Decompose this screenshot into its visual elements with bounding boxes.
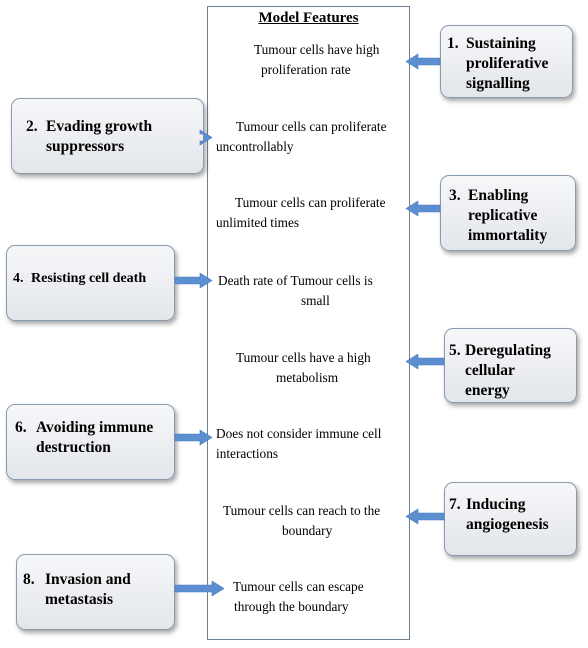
arrow-left-3	[405, 200, 441, 217]
hallmark-5-number: 5.	[449, 342, 461, 359]
feature-6-line2: interactions	[216, 446, 279, 461]
hallmark-8-line1: Invasion and	[45, 571, 131, 588]
feature-8-line2: through the boundary	[234, 599, 349, 614]
hallmark-box-8: 8. Invasion and metastasis	[16, 554, 175, 630]
hallmark-6-number: 6.	[15, 419, 27, 436]
hallmark-6-line1: Avoiding immune	[36, 419, 154, 436]
feature-1-line2: proliferation rate	[261, 62, 351, 77]
feature-4-line1: Death rate of Tumour cells is	[218, 273, 373, 288]
hallmark-1-line3: signalling	[466, 75, 530, 92]
hallmark-3-line1: Enabling	[468, 187, 529, 204]
hallmark-3-number: 3.	[449, 187, 461, 204]
hallmark-6-line2: destruction	[36, 439, 111, 456]
feature-2-line1: Tumour cells can proliferate	[236, 119, 387, 134]
arrow-left-5	[405, 353, 445, 370]
feature-8-line1: Tumour cells can escape	[233, 579, 364, 594]
hallmark-8-line2: metastasis	[45, 591, 114, 608]
hallmark-5-line3: energy	[465, 382, 510, 399]
feature-1-line1: Tumour cells have high	[254, 42, 380, 57]
feature-5-line1: Tumour cells have a high	[236, 350, 371, 365]
feature-6-line1: Does not consider immune cell	[216, 426, 382, 441]
model-features-panel	[207, 6, 410, 640]
hallmark-box-7: 7. Inducing angiogenesis	[444, 482, 577, 556]
hallmark-1-number: 1.	[447, 35, 459, 52]
feature-7-line1: Tumour cells can reach to the	[223, 503, 381, 518]
hallmark-box-6: 6. Avoiding immune destruction	[6, 404, 175, 480]
hallmark-4-line1: Resisting cell death	[31, 271, 147, 286]
hallmark-box-3: 3. Enabling replicative immortality	[440, 175, 576, 251]
hallmark-1-line1: Sustaining	[466, 35, 536, 52]
hallmark-8-number: 8.	[23, 571, 35, 588]
panel-title: Model Features	[258, 10, 359, 26]
hallmark-5-line1: Deregulating	[465, 342, 551, 359]
hallmark-box-2: 2. Evading growth suppressors	[11, 98, 204, 174]
hallmark-4-number: 4.	[13, 271, 24, 286]
feature-3-line2: unlimited times	[216, 215, 300, 230]
hallmark-5-line2: cellular	[465, 362, 515, 379]
hallmark-7-line2: angiogenesis	[466, 516, 549, 533]
hallmark-box-5: 5. Deregulating cellular energy	[444, 328, 577, 403]
feature-5-line2: metabolism	[276, 370, 339, 385]
hallmark-3-line2: replicative	[468, 207, 538, 224]
hallmark-box-4: 4. Resisting cell death	[6, 245, 175, 321]
hallmark-7-number: 7.	[449, 496, 461, 513]
feature-7-line2: boundary	[282, 523, 333, 538]
feature-4-line2: small	[301, 293, 330, 308]
feature-3-line1: Tumour cells can proliferate	[235, 195, 386, 210]
hallmark-2-number: 2.	[26, 118, 38, 135]
feature-2-line2: uncontrollably	[216, 139, 294, 154]
hallmark-1-line2: proliferative	[466, 55, 549, 72]
hallmark-box-1: 1. Sustaining proliferative signalling	[440, 25, 573, 98]
hallmark-2-line1: Evading growth	[46, 118, 153, 135]
arrow-left-7	[405, 508, 445, 525]
hallmark-2-line2: suppressors	[46, 138, 125, 155]
arrow-left-1	[405, 53, 441, 70]
hallmark-7-line1: Inducing	[466, 496, 526, 513]
hallmark-3-line3: immortality	[468, 227, 548, 244]
